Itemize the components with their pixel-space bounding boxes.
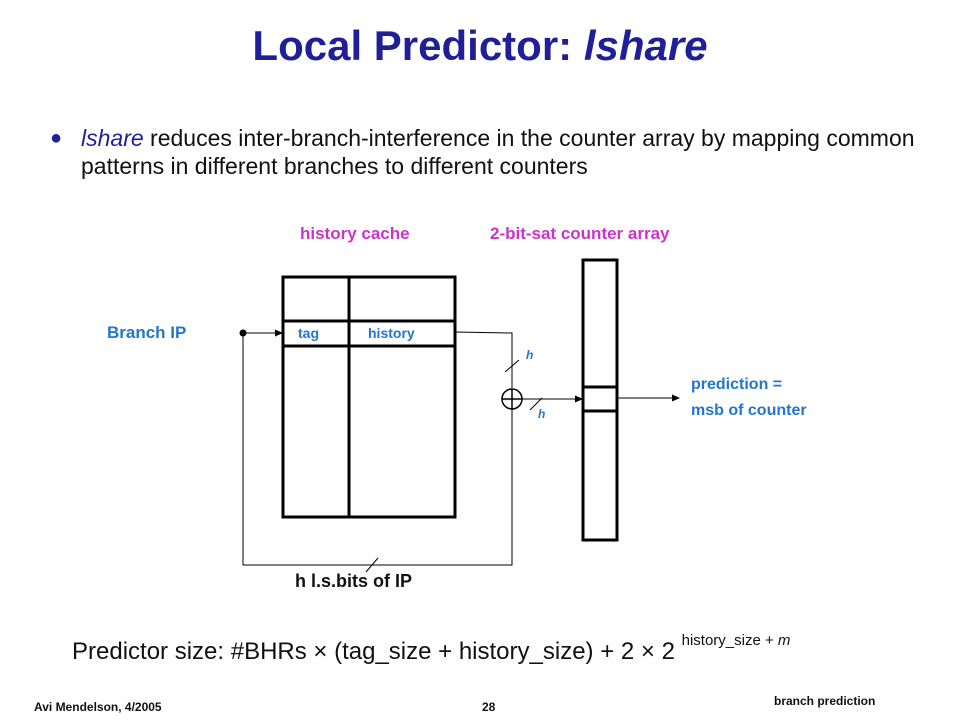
footer-author: Avi Mendelson, 4/2005	[34, 700, 162, 714]
bus-mark-bottom	[529, 397, 543, 411]
history-cache-table	[281, 275, 457, 519]
bullet-text: lshare reduces inter-branch-interference…	[81, 124, 930, 180]
bus-mark-top	[504, 359, 520, 373]
bus-mark-loop	[365, 557, 379, 573]
counter-array	[581, 258, 619, 542]
prediction-line2: msb of counter	[691, 402, 807, 419]
h-label-top: h	[526, 348, 534, 362]
history-label: history	[368, 325, 415, 341]
title-main: Local Predictor:	[252, 22, 584, 69]
footer-topic: branch prediction	[774, 694, 876, 708]
counter-array-label: 2-bit-sat counter array	[490, 224, 670, 243]
bullet-italic: lshare	[81, 125, 144, 151]
prediction-line1: prediction =	[691, 376, 783, 393]
title-italic: lshare	[583, 22, 708, 69]
tag-label: tag	[298, 325, 319, 341]
footer-page-number: 28	[482, 700, 496, 714]
h-label-bottom: h	[538, 407, 546, 421]
branch-ip-label: Branch IP	[107, 323, 187, 342]
bullet-body: reduces inter-branch-interference in the…	[81, 125, 915, 179]
lsbits-label: h l.s.bits of IP	[295, 571, 413, 591]
predictor-size-formula: Predictor size: #BHRs × (tag_size + hist…	[72, 632, 790, 666]
lsbits-loop-line	[242, 333, 513, 566]
slide-title: Local Predictor: lshare	[0, 22, 960, 70]
formula-exponent: history_size + m	[681, 632, 791, 649]
bullet-icon: ●	[50, 127, 63, 149]
bullet-item: ● lshare reduces inter-branch-interferen…	[50, 124, 930, 180]
history-cache-label: history cache	[300, 224, 410, 243]
history-to-xor-line	[454, 331, 513, 388]
formula-main: Predictor size: #BHRs × (tag_size + hist…	[72, 638, 682, 665]
branch-ip-arrowhead	[275, 329, 283, 337]
